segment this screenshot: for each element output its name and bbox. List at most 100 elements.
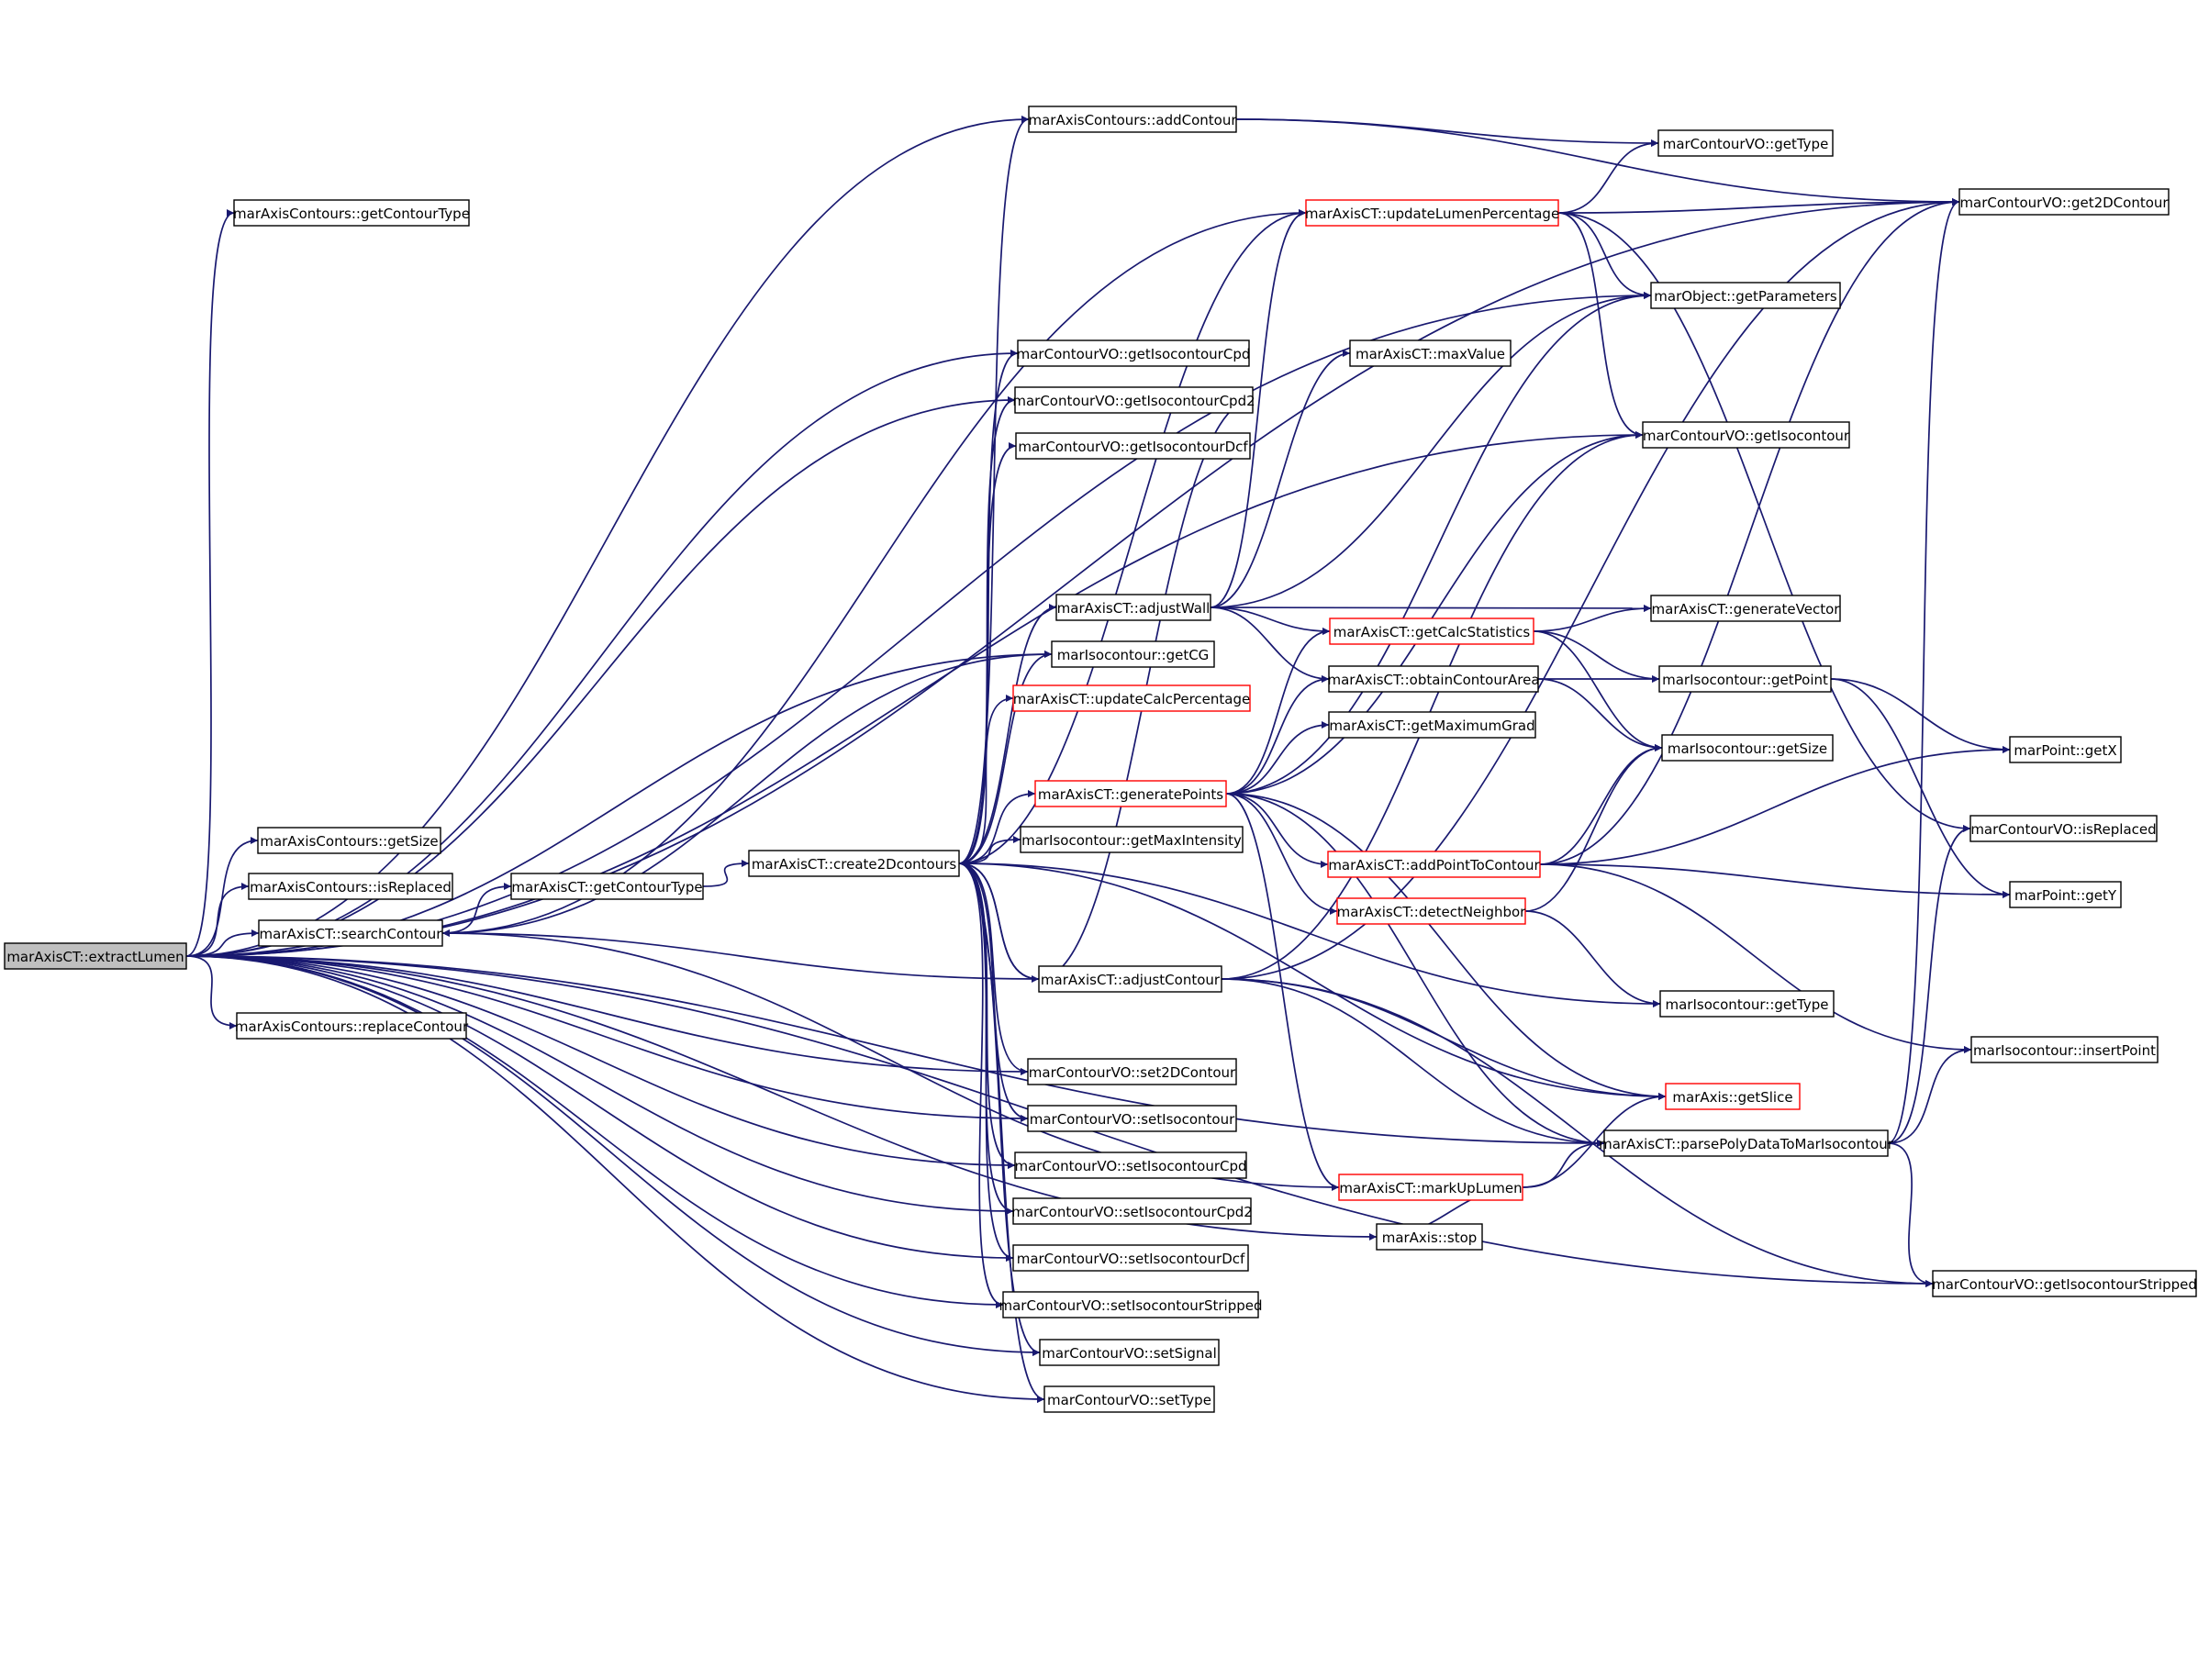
node-getSize_iso[interactable]: marIsocontour::getSize [1661,734,1834,762]
node-label: marContourVO::set2DContour [1029,1064,1236,1081]
node-isReplaced_cvo[interactable]: marContourVO::isReplaced [1969,815,2158,842]
node-searchContour[interactable]: marAxisCT::searchContour [258,919,443,947]
node-getType_iso[interactable]: marIsocontour::getType [1659,990,1835,1018]
node-label: marAxisContours::addContour [1028,112,1237,128]
node-box [1328,711,1536,739]
edge-generatePoints-to-addPointToContour [1225,793,1329,868]
edge-create2Dcontours-to-setType [958,862,1045,1403]
node-label: marAxisCT::getMaximumGrad [1329,718,1534,734]
node-getMaxIntensity[interactable]: marIsocontour::getMaxIntensity [1020,826,1244,853]
edge-extractLumen-to-getContourType_axc [185,209,235,957]
node-label: marContourVO::setIsocontour [1030,1111,1235,1128]
node-label: marAxisCT::addPointToContour [1328,857,1540,873]
edge-generatePoints-to-getIsocontour [1225,431,1644,795]
node-getIsocontour[interactable]: marContourVO::getIsocontour [1642,421,1850,449]
node-getIsocontourDcf[interactable]: marContourVO::getIsocontourDcf [1015,432,1251,460]
node-set2DContour[interactable]: marContourVO::set2DContour [1027,1058,1237,1085]
edge-addPointToContour-to-getX [1539,746,2011,865]
node-box [4,942,187,970]
node-getParameters[interactable]: marObject::getParameters [1650,282,1841,309]
node-adjustWall[interactable]: marAxisCT::adjustWall [1055,594,1211,621]
node-getX[interactable]: marPoint::getX [2009,736,2122,763]
node-generateVector[interactable]: marAxisCT::generateVector [1650,595,1841,622]
node-insertPoint[interactable]: marIsocontour::insertPoint [1970,1036,2159,1063]
node-maxValue[interactable]: marAxisCT::maxValue [1349,339,1512,367]
edge-parsePolyData-to-get2DContour [1887,198,1960,1144]
node-setIsocontourStripped[interactable]: marContourVO::setIsocontourStripped [999,1291,1263,1318]
node-getY[interactable]: marPoint::getY [2009,881,2122,908]
node-adjustContour[interactable]: marAxisCT::adjustContour [1038,965,1222,993]
node-box [1015,432,1251,460]
edge-adjustWall-to-maxValue [1210,350,1351,608]
edge-searchContour-to-getContourType_ct [441,883,512,934]
node-setIsocontourCpd[interactable]: marContourVO::setIsocontourCpd [1014,1152,1247,1179]
node-box [1969,815,2158,842]
node-setIsocontour[interactable]: marContourVO::setIsocontour [1027,1105,1237,1132]
node-addContour[interactable]: marAxisContours::addContour [1028,106,1237,133]
edge-getCalcStatistics-to-getPoint [1533,630,1660,683]
node-label: marAxisContours::getContourType [233,206,470,222]
node-addPointToContour[interactable]: marAxisCT::addPointToContour [1327,851,1541,878]
edge-extractLumen-to-get2DContour [185,198,1960,957]
node-box [2009,881,2122,908]
node-label: marIsocontour::getSize [1668,740,1827,757]
node-obtainContourArea[interactable]: marAxisCT::obtainContourArea [1327,665,1540,693]
node-updateCalcPercentage[interactable]: marAxisCT::updateCalcPercentage [1012,684,1251,712]
node-getCG[interactable]: marIsocontour::getCG [1051,640,1215,668]
edge-addPointToContour-to-insertPoint [1539,863,1972,1053]
node-label: marContourVO::setIsocontourCpd [1014,1158,1246,1174]
edge-create2Dcontours-to-set2DContour [958,862,1029,1075]
edge-adjustContour-to-searchContour [441,929,1040,980]
node-getType_cvo[interactable]: marContourVO::getType [1657,129,1834,157]
edge-generatePoints-to-markUpLumen [1225,793,1340,1191]
node-replaceContour[interactable]: marAxisContours::replaceContour [235,1012,469,1040]
node-getContourType_axc[interactable]: marAxisContours::getContourType [233,199,470,227]
node-getContourType_ct[interactable]: marAxisCT::getContourType [510,873,704,900]
node-setIsocontourCpd2[interactable]: marContourVO::setIsocontourCpd2 [1011,1197,1253,1225]
node-detectNeighbor[interactable]: marAxisCT::detectNeighbor [1336,897,1527,925]
edge-getCalcStatistics-to-generateVector [1533,605,1652,632]
node-getIsocontourCpd[interactable]: marContourVO::getIsocontourCpd [1017,339,1251,367]
node-setType[interactable]: marContourVO::setType [1043,1385,1215,1413]
node-generatePoints[interactable]: marAxisCT::generatePoints [1034,780,1227,807]
node-setSignal[interactable]: marContourVO::setSignal [1039,1339,1220,1366]
node-getSlice[interactable]: marAxis::getSlice [1665,1083,1801,1110]
node-markUpLumen[interactable]: marAxisCT::markUpLumen [1338,1174,1523,1201]
edge-extractLumen-to-setIsocontourStripped [185,955,1004,1308]
node-isReplaced_axc[interactable]: marAxisContours::isReplaced [248,873,453,900]
node-getSize_axc[interactable]: marAxisContours::getSize [257,827,441,854]
node-getIsocontourCpd2[interactable]: marContourVO::getIsocontourCpd2 [1012,386,1255,414]
node-label: marPoint::getX [2014,742,2116,759]
node-getCalcStatistics[interactable]: marAxisCT::getCalcStatistics [1329,617,1534,645]
node-box [1020,826,1244,853]
node-box [1661,734,1834,762]
node-getIsocontourStripped[interactable]: marContourVO::getIsocontourStripped [1932,1270,2197,1297]
edge-create2Dcontours-to-setIsocontourCpd [958,862,1016,1169]
node-extractLumen[interactable]: marAxisCT::extractLumen [4,942,187,970]
node-setIsocontourDcf[interactable]: marContourVO::setIsocontourDcf [1012,1244,1249,1272]
edge-extractLumen-to-setIsocontourDcf [185,955,1014,1262]
node-getPoint[interactable]: marIsocontour::getPoint [1658,665,1832,693]
node-updateLumenPercentage[interactable]: marAxisCT::updateLumenPercentage [1305,199,1559,227]
node-parsePolyData[interactable]: marAxisCT::parsePolyDataToMarIsocontour [1599,1129,1894,1157]
node-label: marObject::getParameters [1654,288,1837,305]
node-stop[interactable]: marAxis::stop [1376,1223,1483,1251]
node-box [1327,851,1541,878]
node-get2DContour[interactable]: marContourVO::get2DContour [1958,188,2170,216]
edge-generatePoints-to-getCalcStatistics [1225,628,1331,795]
node-label: marAxisContours::isReplaced [250,879,452,896]
node-getMaximumGrad[interactable]: marAxisCT::getMaximumGrad [1328,711,1536,739]
node-label: marContourVO::setSignal [1042,1345,1217,1362]
edge-adjustWall-to-getParameters [1210,292,1652,608]
node-box [1658,665,1832,693]
node-box [1043,1385,1215,1413]
node-label: marContourVO::setType [1047,1392,1211,1408]
node-box [1338,1174,1523,1201]
node-box [236,1012,467,1040]
edge-extractLumen-to-getParameters [185,292,1652,957]
edge-extractLumen-to-replaceContour [185,955,238,1029]
node-create2Dcontours[interactable]: marAxisCT::create2Dcontours [748,850,960,877]
edge-extractLumen-to-getCG [185,651,1053,957]
node-box [1027,1058,1237,1085]
